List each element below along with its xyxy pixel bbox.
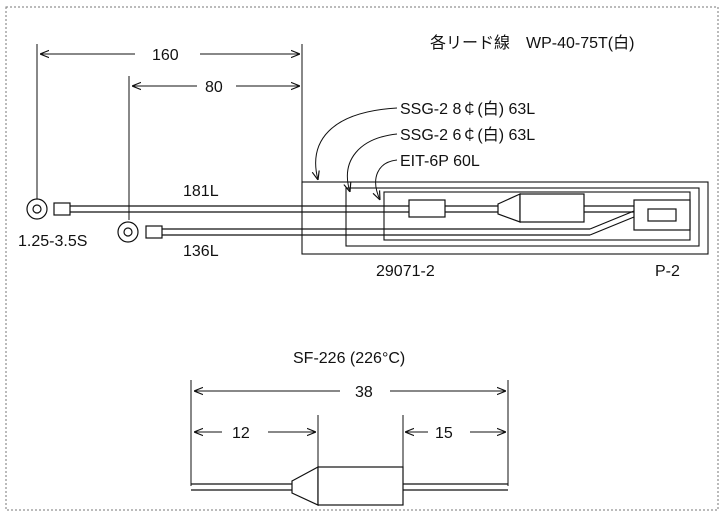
fuse-dimension-15: 15 [402, 415, 506, 468]
sleeve-ssg2-6 [345, 187, 700, 247]
connector-housing [633, 199, 691, 231]
fuse-dimension-38-label: 38 [355, 384, 373, 401]
dimension-80-label: 80 [205, 79, 223, 96]
fuse-dimension-15-label: 15 [435, 425, 453, 442]
lead-short-label: 136L [183, 243, 219, 260]
sleeve-ssg2-8 [301, 181, 709, 255]
lead-wire-long [26, 198, 498, 220]
dimension-80: 80 [128, 76, 300, 220]
dimension-160: 160 [36, 44, 303, 200]
thermal-fuse-body [191, 465, 508, 506]
part-code: P-2 [655, 263, 680, 280]
part-number: 29071-2 [376, 263, 435, 280]
fuse-dimension-38: 38 [190, 380, 509, 486]
lead-long-label: 181L [183, 183, 219, 200]
sleeve-label-ssg2-6: SSG-2 6￠(白) 63L [400, 126, 535, 144]
lead-wire-note: 各リード線 WP-40-75T(白) [430, 34, 634, 52]
dimension-160-label: 160 [152, 47, 179, 64]
harness-thermal-fuse [497, 193, 634, 223]
fuse-dimension-12: 12 [194, 415, 319, 468]
sleeve-label-ssg2-8: SSG-2 8￠(白) 63L [400, 100, 535, 118]
fuse-dimension-12-label: 12 [232, 425, 250, 442]
terminal-label: 1.25-3.5S [18, 233, 87, 250]
sleeve-leaders [316, 107, 398, 200]
fuse-title: SF-226 (226°C) [293, 350, 405, 367]
lead-wire-short [117, 210, 635, 243]
drawing-frame [5, 6, 719, 511]
sleeve-label-eit6p: EIT-6P 60L [400, 153, 480, 170]
lead-joint-sleeve [408, 199, 446, 218]
